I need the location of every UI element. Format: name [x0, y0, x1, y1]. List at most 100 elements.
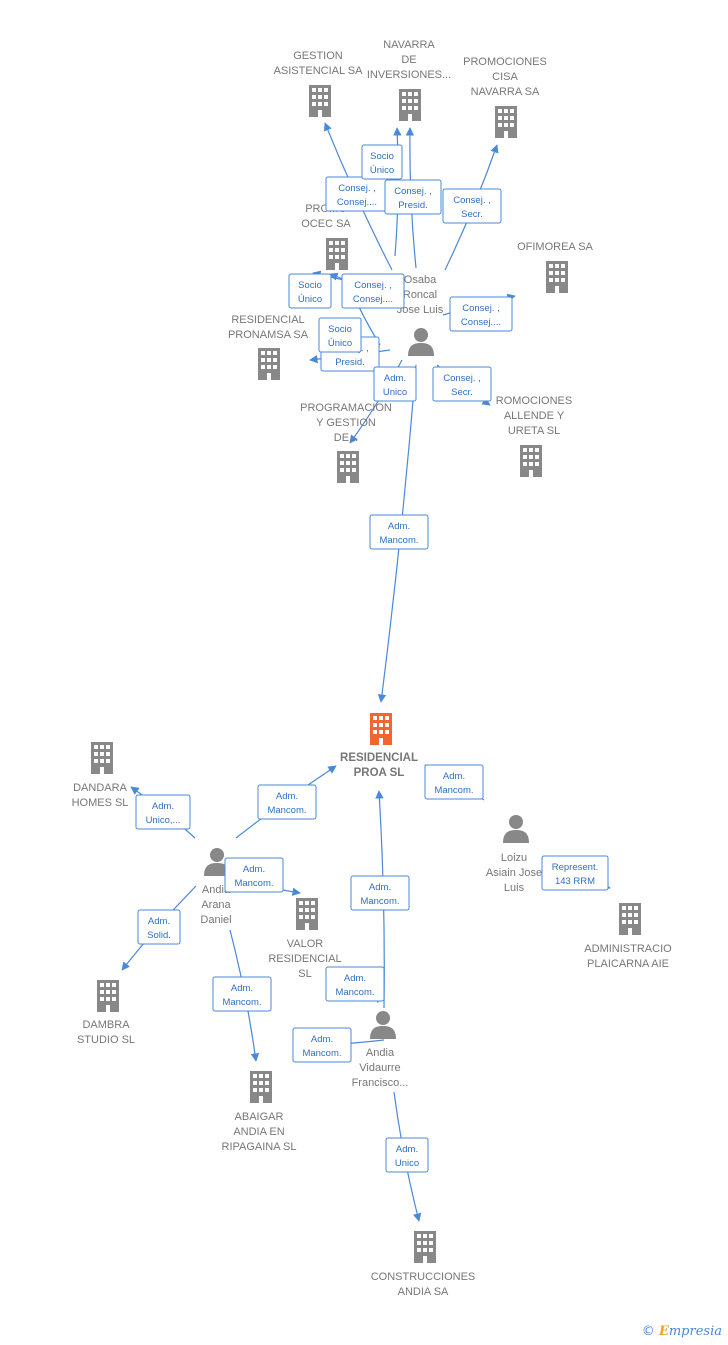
brand-footer: © Empresia	[642, 1324, 722, 1339]
edge-label-line: Consej. ,	[394, 186, 432, 197]
edge-label-line: Adm.	[152, 801, 174, 812]
edge-label-box	[385, 1137, 429, 1173]
edge-label-osaba-to-programacion[interactable]: Adm.Unico	[373, 366, 417, 402]
edge-label-line: Único	[328, 338, 352, 349]
node-label-line: CONSTRUCCIONES	[371, 1271, 476, 1283]
brand-name: mpresia	[668, 1324, 722, 1339]
person-icon	[370, 1011, 396, 1039]
node-label-line: SL	[298, 968, 311, 980]
node-label-line: OCEC SA	[301, 218, 351, 230]
building-icon	[97, 980, 119, 1012]
edge-label-osaba-to-allende[interactable]: Consej. ,Secr.	[432, 366, 492, 402]
building-icon	[258, 348, 280, 380]
edge-label-box	[424, 764, 484, 800]
edge-label-andia_arana-to-dandara[interactable]: Adm.Unico,...	[135, 794, 191, 830]
edge-label-line: Secr.	[461, 209, 483, 220]
edge-label-osaba-to-navarra[interactable]: Consej. ,Presid.	[384, 179, 442, 215]
node-label-line: HOMES SL	[72, 797, 129, 809]
node-label-line: Asiain Jose	[486, 867, 542, 879]
node-navarra[interactable]: NAVARRADEINVERSIONES...	[367, 39, 451, 121]
edge-label-line: Represent.	[552, 862, 598, 873]
node-label-line: RESIDENCIAL	[231, 314, 304, 326]
edge-label-line: Adm.	[384, 373, 406, 384]
node-allende[interactable]: ROMOCIONES ALLENDE Y URETA SL	[496, 395, 572, 477]
node-ofimorea[interactable]: OFIMOREA SA	[517, 241, 594, 293]
edge-label-line: Secr.	[451, 387, 473, 398]
edge-label-line: Adm.	[148, 916, 170, 927]
node-label-line: PLAICARNA AIE	[587, 958, 669, 970]
node-label-line: GESTION	[293, 50, 343, 62]
edge-label-box	[292, 1027, 352, 1063]
edge-label-osaba-to-ofimorea[interactable]: Consej. ,Consej....	[449, 296, 513, 332]
edge-label-line: Solid.	[147, 930, 171, 941]
node-label-line: CISA	[492, 71, 518, 83]
building-icon	[296, 898, 318, 930]
edge-label-line: Socio	[328, 324, 352, 335]
edge-label-box	[224, 857, 284, 893]
edge-label-box	[350, 875, 410, 911]
edge-label-box	[541, 855, 609, 891]
edge-label-line: Adm.	[443, 771, 465, 782]
building-icon	[414, 1231, 436, 1263]
node-label-line: ABAIGAR	[235, 1111, 284, 1123]
edge-label-osaba-to-proa[interactable]: Adm.Mancom.	[369, 514, 429, 550]
edge-label-andia_arana-to-proa[interactable]: Adm.Mancom.	[257, 784, 317, 820]
edge-label-line: Adm.	[344, 973, 366, 984]
edge-label-line: Unico	[395, 1158, 419, 1169]
edge-label-andia_arana-to-valor[interactable]: Adm.Mancom.	[224, 857, 284, 893]
building-icon	[546, 261, 568, 293]
node-label-line: RESIDENCIAL	[340, 752, 418, 764]
edge-label-line: Adm.	[388, 521, 410, 532]
edge-label-box	[384, 179, 442, 215]
brand-initial: E	[658, 1324, 669, 1339]
edge-label-loizu-to-proa[interactable]: Adm.Mancom.	[424, 764, 484, 800]
edge-label-andia_arana-to-abaigar[interactable]: Adm.Mancom.	[212, 976, 272, 1012]
edge-label-box	[373, 366, 417, 402]
edge-label-osaba-to-ocec[interactable]: Consej. ,Consej....	[341, 273, 405, 309]
node-label-line: INVERSIONES...	[367, 69, 451, 81]
edge-label-line: Adm.	[311, 1034, 333, 1045]
node-label-line: Jose Luis	[397, 304, 444, 316]
node-andia_vidaurre[interactable]: AndiaVidaurreFrancisco...	[352, 1011, 409, 1089]
edge-label-andia_arana-to-dambra[interactable]: Adm. Solid.	[137, 909, 181, 945]
edge-label-osaba-to-gestion[interactable]: Consej. ,Consej....	[325, 176, 389, 212]
edge-label-line: Consej....	[353, 294, 393, 305]
node-label-line: URETA SL	[508, 425, 560, 437]
edge-label-loizu-to-administracio[interactable]: Represent.143 RRM	[541, 855, 609, 891]
edge-label-line: Mancom.	[335, 987, 374, 998]
main-company-building-icon	[370, 713, 392, 745]
edge-label-line: Mancom.	[360, 896, 399, 907]
building-icon	[337, 451, 359, 483]
edge-label-andia_vidaurre-to-construcciones[interactable]: Adm.Unico	[385, 1137, 429, 1173]
edge-label-box	[318, 317, 362, 353]
node-label-line: ROMOCIONES	[496, 395, 572, 407]
edge-label-line: Consej....	[461, 317, 501, 328]
building-icon	[326, 238, 348, 270]
node-label-line: Andia	[202, 884, 231, 896]
edge-label-box	[442, 188, 502, 224]
node-label-line: ALLENDE Y	[504, 410, 565, 422]
node-ocec[interactable]: PROMOOCEC SA	[301, 203, 351, 270]
edge-label-andia_vidaurre-to-valor[interactable]: Adm. Mancom.	[325, 966, 385, 1002]
edge-label-andia_vidaurre-to-abaigar[interactable]: Adm.Mancom.	[292, 1027, 352, 1063]
edge-label-andia_vidaurre-to-proa[interactable]: Adm.Mancom.	[350, 875, 410, 911]
edge-label-osaba-to-cisa[interactable]: Consej. ,Secr.	[442, 188, 502, 224]
